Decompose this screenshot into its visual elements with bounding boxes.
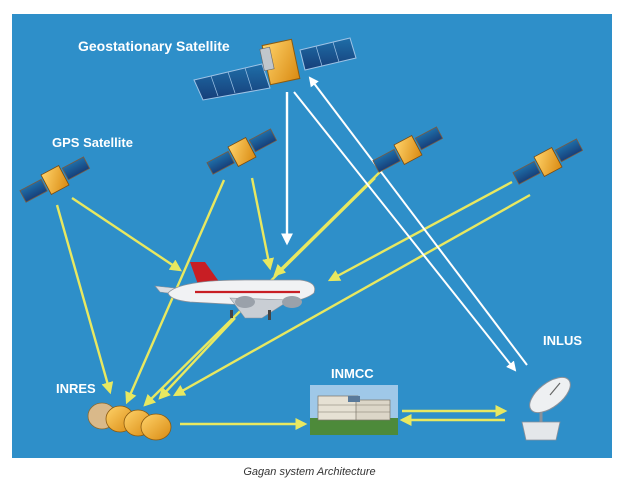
geo-signal-arrows [281,76,528,372]
gps-satellite-icon-1 [19,156,91,203]
gps1-to-inres-arrow [55,204,114,395]
gps-satellite-label: GPS Satellite [52,135,133,150]
geo-to-inlus-arrow [293,91,517,372]
inlus-dish-icon [521,376,571,441]
gps1-to-aircraft-arrow [71,197,182,272]
gps2-to-aircraft-arrow [250,177,275,271]
inmcc-label: INMCC [331,366,374,381]
inlus-label: INLUS [543,333,582,348]
gps4-to-aircraft-arrow [327,180,513,282]
gps-satellite-icon-3 [372,126,444,173]
aircraft-to-inres-arrow [158,317,236,400]
aircraft-icon [154,262,316,320]
inlus-to-geo-arrow [308,76,528,366]
figure-caption: Gagan system Architecture [243,466,376,478]
inres-label: INRES [56,381,96,396]
geostationary-satellite-label: Geostationary Satellite [78,38,230,54]
inmcc-building-icon [310,385,398,435]
gps-satellite-icon-2 [206,128,278,175]
inres-stations-icon [87,402,172,441]
gps-satellite-icon-4 [512,138,584,185]
geostationary-satellite-icon [193,37,357,101]
gps4-to-inres-arrow [172,193,531,397]
diagram-labels: Geostationary Satellite GPS Satellite IN… [52,38,582,396]
